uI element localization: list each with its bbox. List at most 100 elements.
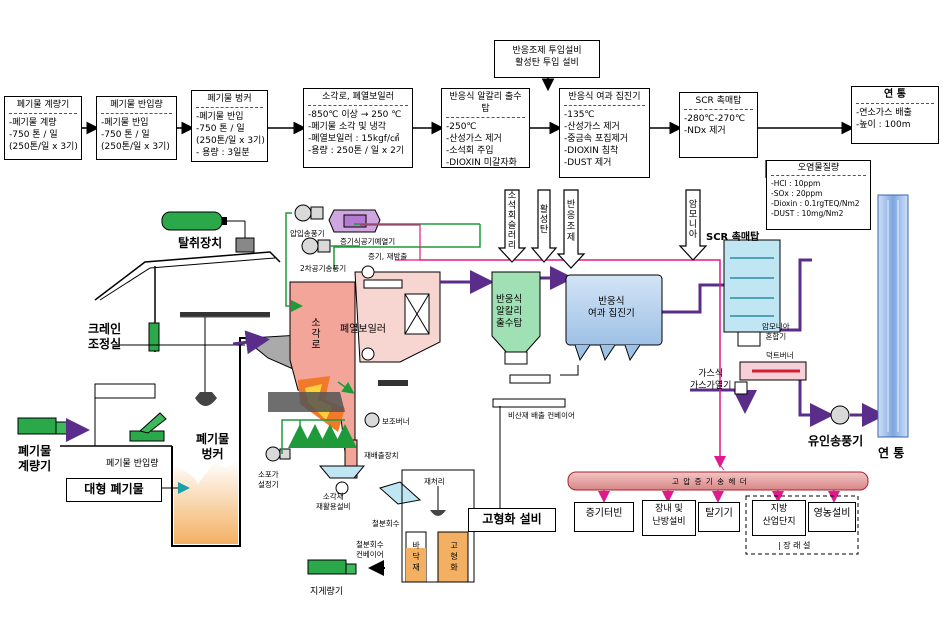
future-label: | 장 래 설 — [778, 541, 811, 550]
dewater-label: 탈취장치 — [178, 236, 223, 250]
step-line: -폐기물 소각 및 냉각 — [308, 122, 387, 132]
step-box-incinerator: 소각로, 폐열보일러 -850℃ 이상 → 250 ℃ -폐기물 소각 및 냉각… — [303, 88, 413, 168]
step-line: (250톤/일 x 3기) — [101, 142, 170, 152]
ammonia-label: 암모니아 — [688, 200, 698, 240]
step-line: -용량 : 250톤 / 일 x 2기 — [308, 146, 405, 156]
consumer-label: 지방 산업단지 — [762, 504, 796, 527]
step-title: 반응식 알칼리 출수탑 — [446, 91, 525, 118]
ash-cooler-line-2: 재활용설비 — [316, 502, 351, 511]
primary-fan-label: 압입송풍기 — [290, 229, 325, 238]
ash-convey-label: 재배출장치 — [364, 451, 399, 460]
step-title: 폐기물 계량기 — [9, 99, 77, 114]
fan-left-line-1: 소포가 — [258, 470, 279, 479]
filter-line-2: 여과 집진기 — [588, 308, 635, 319]
bulky-waste-label: 대형 폐기물 — [84, 482, 144, 496]
step-box-stack: 연 통 -연소가스 배출 -높이 : 100m — [851, 86, 939, 144]
step-line: -산성가스 제거 — [446, 134, 502, 144]
flow-arrows — [82, 78, 855, 135]
step-line: -중금속 포집제거 — [564, 134, 629, 144]
truck-scale-label: 폐기물 계량기 — [18, 444, 51, 474]
lime-label: 소석회슬러리 — [507, 191, 517, 251]
step-line: -폐기물 반입 — [101, 118, 149, 128]
gas-heater-label: 가스식 가스가열기 — [690, 368, 731, 392]
ammonia-mix-line-1: 암모니아 — [762, 322, 790, 331]
crane-line-1: 크레인 — [88, 322, 122, 336]
fan-label: 유인송풍기 — [808, 434, 864, 448]
step-line: -소석회 주입 — [446, 146, 494, 156]
ash-pit-c3: 재 — [412, 563, 420, 572]
emission-box: 오염물질량 -HCl : 10ppm -SOx : 20ppm -Dioxin … — [766, 160, 871, 230]
step-box-bunker: 폐기물 벙커 -폐기물 반입 -750 톤 / 일 (250톤/일 x 3기) … — [191, 90, 268, 162]
step-title: 폐기물 벙커 — [196, 93, 263, 108]
incinerator-label: 소각로 — [310, 318, 322, 351]
step-line: -DUST 제거 — [564, 158, 612, 168]
header-label: 고 압 증 기 송 헤 더 — [672, 477, 748, 486]
step-title: 반응식 여과 집진기 — [564, 91, 645, 106]
incinerator-c1: 소 — [311, 318, 321, 329]
gas-heater-line-1: 가스식 — [698, 369, 724, 379]
secondary-fan-label: 2차공기송풍기 — [300, 264, 347, 273]
fly-ash-conveyor-line-1: 철분회수 — [356, 540, 384, 549]
fly-ash-label: 비산재 배출 컨베이어 — [508, 411, 575, 420]
boiler-label: 폐열보일러 — [340, 324, 386, 335]
consumer-label: 장내 및 난방설비 — [652, 504, 686, 527]
ash-pit2-c1: 고 — [450, 541, 458, 550]
step-line: (250톤/일 x 3기) — [9, 142, 78, 152]
consumer-label: 탈기기 — [705, 508, 733, 519]
step-line: - 용량 : 3일분 — [196, 148, 250, 158]
scrap-label: 철분회수 — [372, 519, 400, 528]
consumer-turbine: 증기터빈 — [574, 502, 634, 532]
emission-line: -Dioxin : 0.1rgTEQ/Nm2 — [771, 199, 860, 208]
steam-note-label: 증기, 재방출 — [368, 252, 408, 261]
step-line: -폐기물 반입 — [196, 112, 244, 122]
absorber-line-3: 출수탑 — [496, 318, 523, 329]
step-box-filter: 반응식 여과 집진기 -135℃ -산성가스 제거 -중금속 포집제거 -DIO… — [559, 88, 650, 178]
crane-label: 크레인 조정실 — [88, 322, 121, 352]
absorber-line-2: 알칼리 — [496, 306, 523, 317]
step-line: -DIOXIN 침착 — [564, 146, 619, 156]
step-line: -연소가스 배출 — [856, 108, 912, 118]
additive-label: 반응조제 — [566, 200, 576, 243]
ammonia-mix-label: 암모니아 혼합기 — [762, 322, 790, 342]
crane-line-2: 조정실 — [88, 337, 122, 351]
fly-ash-conveyor-line-2: 컨베이어 — [356, 550, 384, 559]
step-line: -850℃ 이상 → 250 ℃ — [308, 110, 402, 120]
step-line: (250톤/일 x 3기) — [196, 136, 265, 146]
ash-cooler-label: 소각재 재활용설비 — [316, 492, 351, 512]
step-box-scr: SCR 촉매탑 -280℃-270℃ -NDx 제거 — [679, 92, 758, 158]
ammonia-mix-line-2: 혼합기 — [765, 332, 787, 341]
ash-pit-c1: 바 — [412, 541, 420, 550]
fan-left-line-2: 설정기 — [258, 480, 279, 489]
step-line: -750 톤 / 일 — [196, 124, 245, 134]
absorber-label: 반응식 알칼리 출수탑 — [496, 294, 522, 330]
ash-pit2-c2: 형 — [450, 552, 458, 561]
step-line: -750 톤 / 일 — [101, 130, 150, 140]
carbon-label: 활성탄 — [539, 205, 549, 235]
reagent-line-1: 반응조제 투입설비 — [512, 46, 582, 56]
bunker-label: 폐기물 벙커 — [196, 432, 229, 462]
absorber-line-1: 반응식 — [496, 294, 523, 305]
ash-pit-label: 바닥재 — [410, 540, 422, 573]
bulky-waste-box: 대형 폐기물 — [66, 478, 162, 502]
solidify-box: 고형화 설비 — [468, 508, 556, 532]
ash-pit2-label: 고형화 — [448, 540, 460, 573]
consumer-label: 증기터빈 — [585, 508, 623, 519]
incinerator-c3: 로 — [311, 340, 321, 351]
step-line: -폐기물 계량 — [9, 118, 57, 128]
consumer-deaerator: 탈기기 — [698, 502, 740, 532]
truck-scale-line-2: 계량기 — [18, 459, 52, 473]
step-line: -250℃ — [446, 122, 477, 132]
ash-sep-label: 재처리 — [424, 477, 445, 486]
step-line: -750 톤 / 일 — [9, 130, 58, 140]
step-title: 폐기물 반입량 — [101, 99, 172, 114]
consumer-farming: 영농설비 — [808, 502, 856, 532]
incinerator-c2: 각 — [311, 329, 321, 340]
consumer-heating: 장내 및 난방설비 — [642, 500, 696, 536]
reagent-line-2: 활성탄 투입 설비 — [515, 58, 579, 68]
filter-label: 반응식 여과 집진기 — [588, 296, 635, 320]
step-line: -DIOXIN 미갈자화 — [446, 158, 517, 168]
ash-pit2-c3: 화 — [450, 563, 458, 572]
step-box-scale: 폐기물 계량기 -폐기물 계량 -750 톤 / 일 (250톤/일 x 3기) — [4, 96, 82, 160]
step-title: 연 통 — [856, 89, 934, 104]
